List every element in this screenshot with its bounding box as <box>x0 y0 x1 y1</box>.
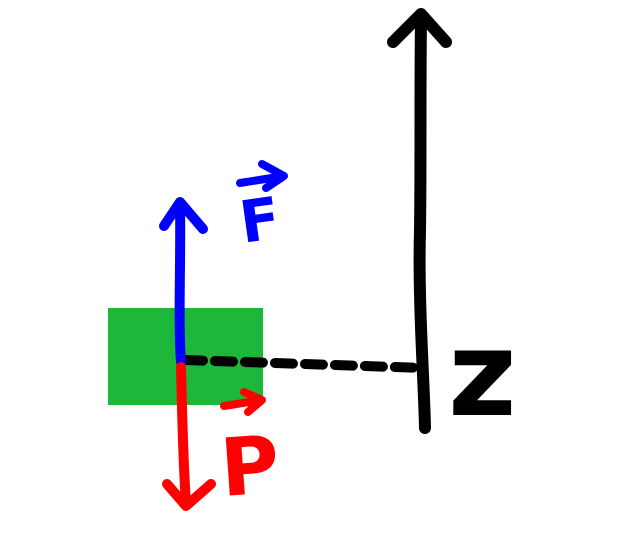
weight-arrowhead <box>162 479 216 511</box>
force-vector-arrow-icon <box>236 160 288 192</box>
force-arrow-shaft <box>174 200 186 367</box>
force-label: F <box>235 184 284 257</box>
axis-label: z <box>448 305 517 443</box>
z-axis-line <box>413 14 431 434</box>
weight-arrow-shaft <box>176 362 191 509</box>
dashed-guide-line <box>180 355 429 373</box>
force-arrowhead <box>159 197 208 234</box>
z-axis-arrowhead <box>387 8 452 48</box>
weight-vector-arrow-icon <box>220 388 266 416</box>
weight-label: P <box>217 418 282 515</box>
